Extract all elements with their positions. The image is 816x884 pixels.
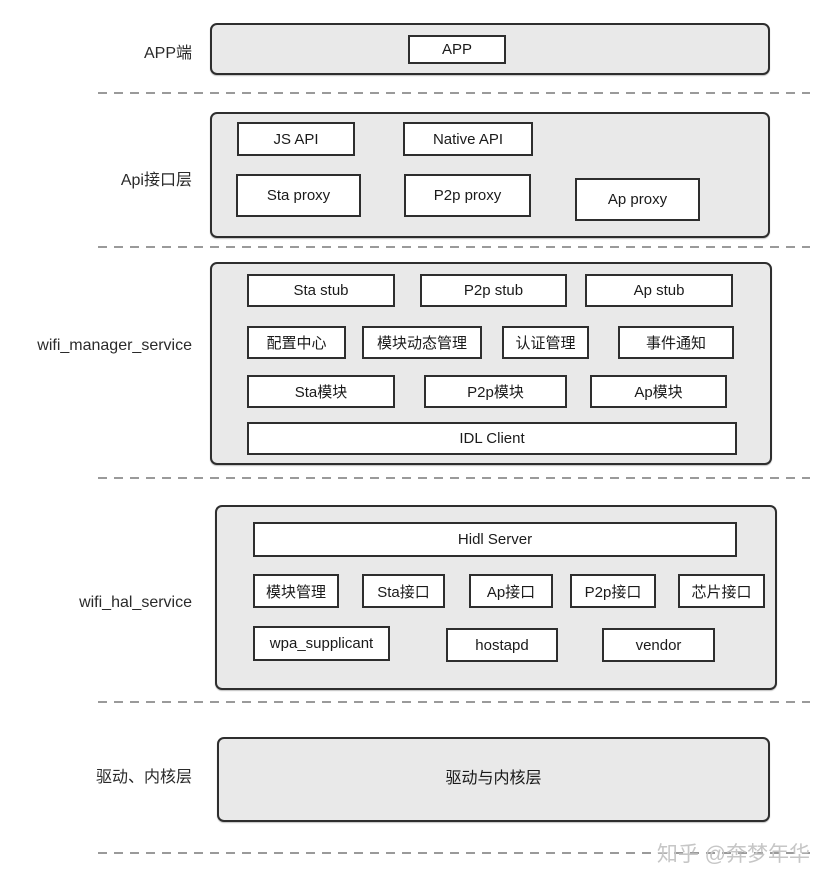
box-ap-proxy: Ap proxy: [575, 178, 700, 221]
box-ap-interface: Ap接口: [469, 574, 553, 608]
divider-dashed-2: [98, 246, 810, 248]
box-idl-client: IDL Client: [247, 422, 737, 455]
box-js-api: JS API: [237, 122, 355, 156]
divider-dashed-4: [98, 701, 810, 703]
driver-kernel-text: 驱动与内核层: [445, 770, 542, 787]
layer-label-api: Api接口层: [120, 172, 192, 189]
box-sta-stub: Sta stub: [247, 274, 395, 307]
box-native-api: Native API: [403, 122, 533, 156]
divider-dashed-5: [98, 852, 810, 854]
box-vendor: vendor: [602, 628, 715, 662]
layer-label-wifi-manager-service: wifi_manager_service: [37, 337, 192, 354]
box-p2p-stub: P2p stub: [420, 274, 567, 307]
layer-label-driver-kernel: 驱动、内核层: [95, 769, 192, 786]
box-p2p-interface: P2p接口: [570, 574, 656, 608]
box-sta-module: Sta模块: [247, 375, 395, 408]
box-chip-interface: 芯片接口: [678, 574, 765, 608]
box-auth-management: 认证管理: [502, 326, 589, 359]
box-p2p-module: P2p模块: [424, 375, 567, 408]
box-p2p-proxy: P2p proxy: [404, 174, 531, 217]
watermark-zhihu: 知乎 @奔梦年华: [656, 843, 810, 866]
box-hidl-server: Hidl Server: [253, 522, 737, 557]
box-module-dynamic-management: 模块动态管理: [362, 326, 482, 359]
divider-dashed-3: [98, 477, 810, 479]
box-sta-interface: Sta接口: [362, 574, 445, 608]
box-module-management: 模块管理: [253, 574, 339, 608]
box-app: APP: [408, 35, 506, 64]
layer-label-wifi-hal-service: wifi_hal_service: [79, 594, 192, 611]
layer-container-app: [210, 23, 770, 75]
box-hostapd: hostapd: [446, 628, 558, 662]
box-ap-module: Ap模块: [590, 375, 727, 408]
box-sta-proxy: Sta proxy: [236, 174, 361, 217]
box-config-center: 配置中心: [247, 326, 346, 359]
box-ap-stub: Ap stub: [585, 274, 733, 307]
divider-dashed-1: [98, 92, 810, 94]
layer-label-app: APP端: [143, 45, 192, 62]
layer-container-driver-kernel: [217, 737, 770, 822]
box-wpa-supplicant: wpa_supplicant: [253, 626, 390, 661]
box-event-notification: 事件通知: [618, 326, 734, 359]
